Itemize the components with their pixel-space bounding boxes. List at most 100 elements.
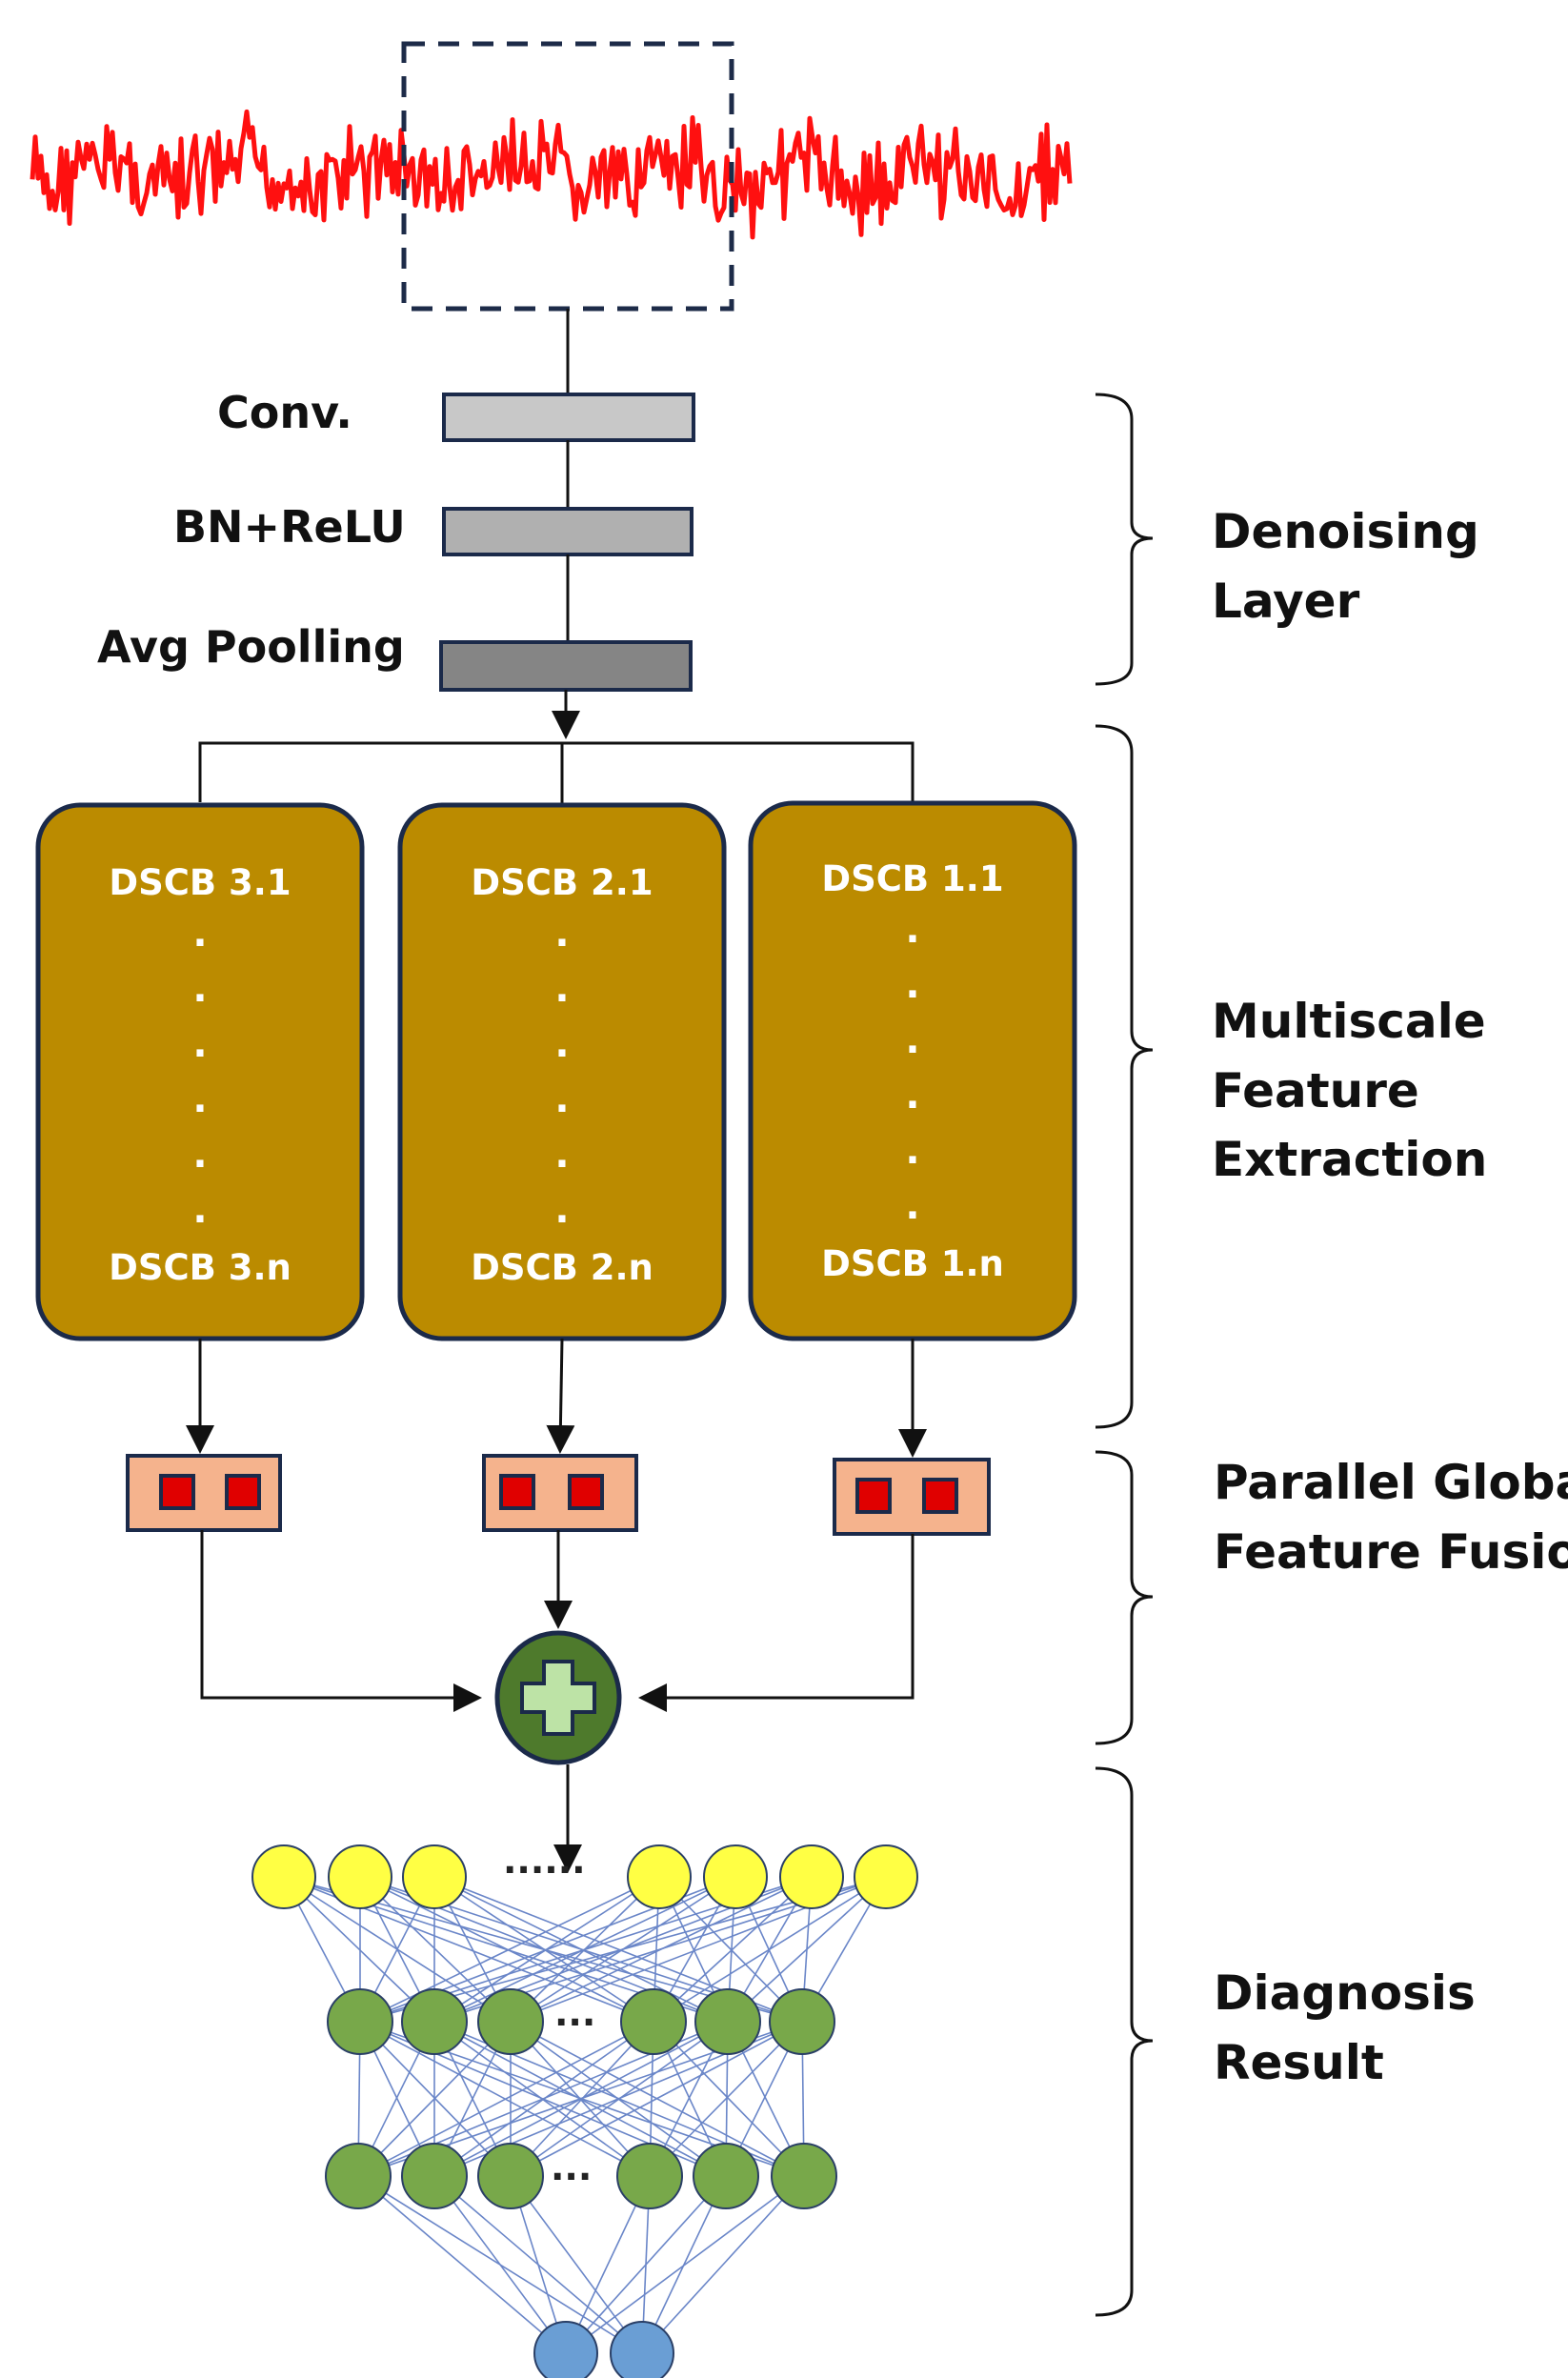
fusion-section-label: Parallel Global Feature Fusion: [1214, 1455, 1568, 1580]
dscb-3-top-label: DSCB 3.1: [109, 862, 291, 903]
conv-label: Conv.: [217, 387, 352, 438]
dot: .: [192, 1078, 208, 1121]
denoising-section-label: Denoising Layer: [1212, 504, 1479, 629]
multiscale-section-label: Multiscale Feature Extraction: [1212, 994, 1488, 1187]
dot: .: [905, 1184, 920, 1228]
network-connection: [565, 2175, 727, 2354]
input-node: [328, 1844, 392, 1909]
dscb-2-bottom-label: DSCB 2.n: [471, 1247, 653, 1288]
hidden-layer-1-ellipsis: ...: [554, 1992, 596, 2034]
network-connection: [653, 1876, 887, 2023]
dot: .: [905, 1074, 920, 1118]
network-connection: [359, 1876, 654, 2023]
bn-relu-label: BN+ReLU: [173, 501, 406, 553]
fusion-box-3: [126, 1454, 282, 1532]
dot: .: [192, 967, 208, 1011]
dot: .: [905, 1018, 920, 1062]
hidden-node: [401, 1988, 468, 2055]
input-node: [703, 1844, 768, 1909]
network-connections: [283, 1876, 887, 2354]
dscb-3-bottom-label: DSCB 3.n: [109, 1247, 291, 1288]
hidden-layer-2-ellipsis: ...: [551, 2146, 593, 2188]
pooling-square: [855, 1478, 892, 1514]
network-connection: [357, 2021, 512, 2177]
input-node: [779, 1844, 844, 1909]
network-nodes: [251, 1844, 918, 2378]
network-connection: [433, 2175, 567, 2354]
output-node: [533, 2321, 598, 2378]
brace-fusion: [1095, 1450, 1154, 1745]
network-connection: [658, 1876, 803, 2023]
input-layer-ellipsis: ......: [503, 1840, 586, 1882]
hidden-node: [477, 1988, 544, 2055]
pooling-square: [159, 1474, 195, 1510]
bn-relu-layer: [442, 507, 694, 556]
input-node: [251, 1844, 316, 1909]
output-node: [610, 2321, 674, 2378]
dscb-1-bottom-label: DSCB 1.n: [821, 1243, 1004, 1284]
hidden-node: [694, 1988, 761, 2055]
dot: .: [905, 963, 920, 1007]
hidden-node: [620, 1988, 687, 2055]
avg-pooling-layer: [439, 640, 693, 692]
network-connection: [727, 1876, 887, 2023]
dot: .: [554, 1078, 570, 1121]
network-connection: [565, 2175, 805, 2354]
conv-layer: [442, 393, 695, 442]
brace-multiscale: [1095, 724, 1154, 1429]
dot: .: [192, 912, 208, 956]
network-connection: [510, 2021, 803, 2177]
pooling-square: [225, 1474, 261, 1510]
dot: .: [554, 967, 570, 1011]
dscb-2-top-label: DSCB 2.1: [471, 862, 653, 903]
hidden-node: [771, 2143, 837, 2209]
brace-denoising: [1095, 393, 1154, 686]
dot: .: [905, 908, 920, 952]
brace-diagnosis: [1095, 1766, 1154, 2317]
dscb-3-dots: . . . . . .: [38, 915, 362, 1246]
add-icon: [494, 1630, 622, 1765]
dscb-1-top-label: DSCB 1.1: [821, 858, 1004, 899]
fusion-box-2: [482, 1454, 638, 1532]
network-connection: [649, 2021, 803, 2177]
network-connection: [359, 1876, 660, 2023]
hidden-node: [327, 1988, 393, 2055]
dscb-2-dots: . . . . . .: [400, 915, 724, 1246]
network-connection: [357, 2021, 654, 2177]
network-connection: [653, 1876, 813, 2023]
dot: .: [905, 1129, 920, 1173]
dot: .: [192, 1133, 208, 1177]
dot: .: [192, 1022, 208, 1066]
dot: .: [554, 1188, 570, 1232]
hidden-node: [616, 2143, 683, 2209]
network-connection: [641, 2175, 805, 2354]
diagnosis-section-label: Diagnosis Result: [1214, 1965, 1476, 2090]
hidden-node: [693, 2143, 759, 2209]
arrow-fusion3-add: [200, 1530, 482, 1712]
input-node: [402, 1844, 467, 1909]
input-node: [854, 1844, 918, 1909]
dot: .: [554, 1133, 570, 1177]
dot: .: [192, 1188, 208, 1232]
fusion-box-1: [833, 1458, 991, 1536]
dot: .: [554, 912, 570, 956]
network-connection: [357, 2175, 567, 2354]
dscb-1-dots: . . . . . .: [751, 911, 1075, 1242]
hidden-node: [325, 2143, 392, 2209]
pooling-square: [922, 1478, 958, 1514]
dot: .: [554, 1022, 570, 1066]
hidden-node: [477, 2143, 544, 2209]
network-connection: [433, 1876, 654, 2023]
arrow-dscb2-fusion: [546, 1338, 575, 1454]
pooling-square: [568, 1474, 604, 1510]
pooling-square: [499, 1474, 535, 1510]
network-connection: [510, 2175, 643, 2354]
branch-split-line: [198, 741, 915, 802]
avg-pooling-label: Avg Poolling: [97, 621, 405, 673]
input-node: [627, 1844, 692, 1909]
hidden-node: [769, 1988, 835, 2055]
hidden-node: [401, 2143, 468, 2209]
arrow-fusion1-add: [638, 1534, 915, 1712]
vibration-signal: [30, 109, 1073, 240]
